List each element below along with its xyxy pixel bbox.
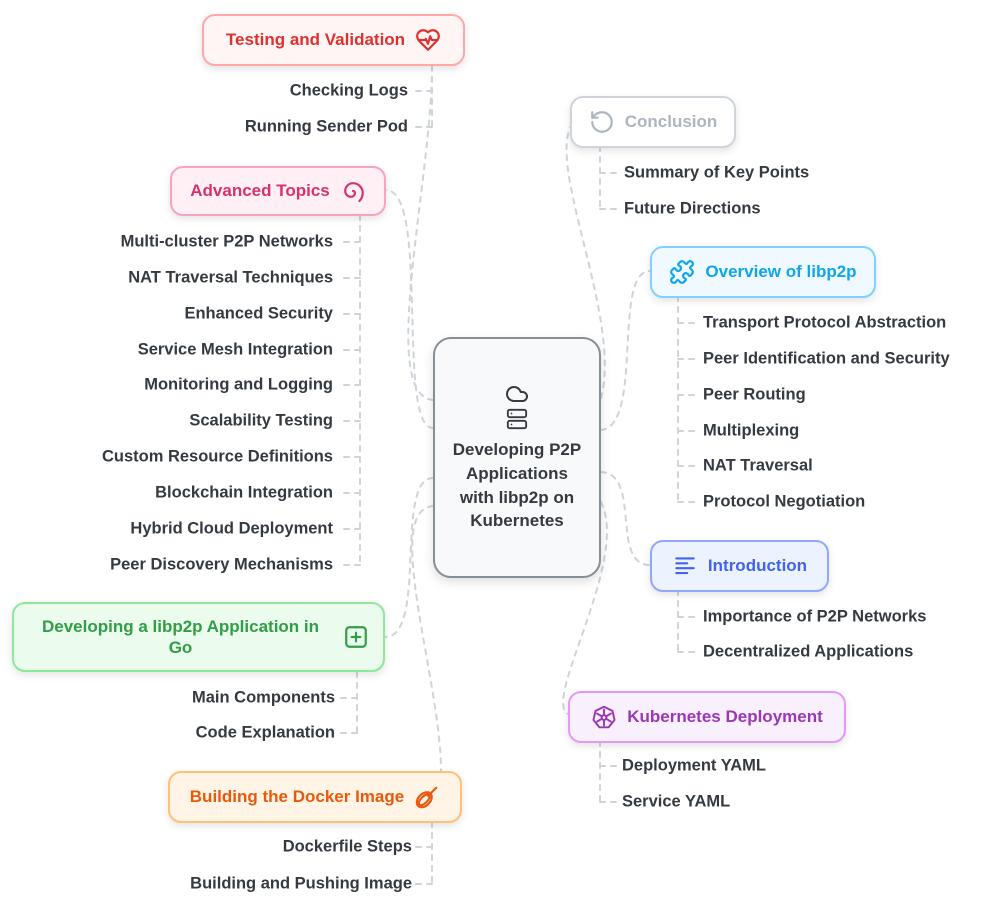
child-node: Blockchain Integration: [155, 483, 333, 502]
child-node: Deployment YAML: [622, 756, 766, 775]
center-label: Developing P2P Applications with libp2p …: [452, 439, 582, 531]
child-node: Decentralized Applications: [703, 642, 914, 661]
child-node: Protocol Negotiation: [703, 492, 866, 511]
child-node: Scalability Testing: [189, 411, 333, 430]
connectors-introduction: [600, 471, 699, 653]
branch-label: Testing and Validation: [225, 30, 406, 50]
branch-node-overview-of-libp2p[interactable]: Overview of libp2p: [650, 246, 876, 298]
whisk-icon: [414, 784, 440, 810]
kubernetes-wheel-icon: [591, 704, 617, 730]
child-node: Dockerfile Steps: [282, 837, 412, 856]
branch-node-conclusion[interactable]: Conclusion: [570, 96, 736, 148]
branch-label: Building the Docker Image: [189, 787, 405, 807]
child-node: Transport Protocol Abstraction: [703, 313, 947, 332]
heart-pulse-icon: [415, 27, 441, 53]
branch-node-testing-and-validation[interactable]: Testing and Validation: [202, 14, 465, 66]
child-node: Running Sender Pod: [244, 117, 408, 136]
branch-label: Advanced Topics: [190, 181, 330, 201]
child-node: Main Components: [192, 688, 335, 707]
child-node: Service Mesh Integration: [137, 340, 333, 359]
list-lines-icon: [672, 553, 698, 579]
connectors-testing: [407, 65, 434, 401]
branch-node-kubernetes-deployment[interactable]: Kubernetes Deployment: [568, 691, 846, 743]
branch-label: Kubernetes Deployment: [627, 707, 823, 727]
child-node: Building and Pushing Image: [190, 874, 412, 893]
child-node: Peer Discovery Mechanisms: [110, 555, 333, 574]
branch-label: Developing a libp2p Application in Go: [41, 616, 320, 657]
child-node: Service YAML: [622, 792, 731, 811]
child-node: Importance of P2P Networks: [703, 607, 927, 626]
child-node: Peer Routing: [703, 385, 806, 404]
branch-node-introduction[interactable]: Introduction: [650, 540, 829, 592]
child-node: Multi-cluster P2P Networks: [120, 232, 333, 251]
connectors-docker: [411, 505, 442, 885]
child-node: NAT Traversal: [703, 456, 813, 475]
spiral-icon: [340, 178, 366, 204]
child-node: Hybrid Cloud Deployment: [130, 519, 333, 538]
child-node: Future Directions: [624, 199, 761, 218]
child-node: Peer Identification and Security: [703, 349, 950, 368]
child-node: Multiplexing: [703, 421, 800, 440]
child-node: Summary of Key Points: [624, 163, 810, 182]
branch-label: Introduction: [707, 556, 808, 576]
square-plus-icon: [343, 624, 369, 650]
server-icon: [504, 408, 530, 430]
child-node: Monitoring and Logging: [144, 375, 333, 394]
branch-label: Conclusion: [624, 112, 718, 132]
connectors-advanced-topics: [339, 189, 434, 566]
child-node: Enhanced Security: [184, 304, 333, 323]
branch-node-developing-libp2p-application-in-go[interactable]: Developing a libp2p Application in Go: [12, 602, 385, 672]
connectors-developing-go: [336, 477, 434, 734]
cloud-server-icon: [502, 382, 532, 430]
puzzle-icon: [669, 259, 695, 285]
child-node: Code Explanation: [195, 723, 335, 742]
connectors-overview: [600, 270, 699, 503]
cloud-icon: [502, 382, 532, 406]
branch-node-advanced-topics[interactable]: Advanced Topics: [170, 166, 386, 216]
branch-node-building-the-docker-image[interactable]: Building the Docker Image: [168, 771, 462, 823]
branch-label: Overview of libp2p: [705, 262, 857, 282]
child-node: NAT Traversal Techniques: [128, 268, 333, 287]
child-node: Checking Logs: [289, 81, 408, 100]
rotate-arrow-icon: [589, 109, 615, 135]
child-node: Custom Resource Definitions: [101, 447, 333, 466]
center-node[interactable]: Developing P2P Applications with libp2p …: [433, 337, 601, 578]
connectors-kubernetes: [562, 501, 621, 803]
